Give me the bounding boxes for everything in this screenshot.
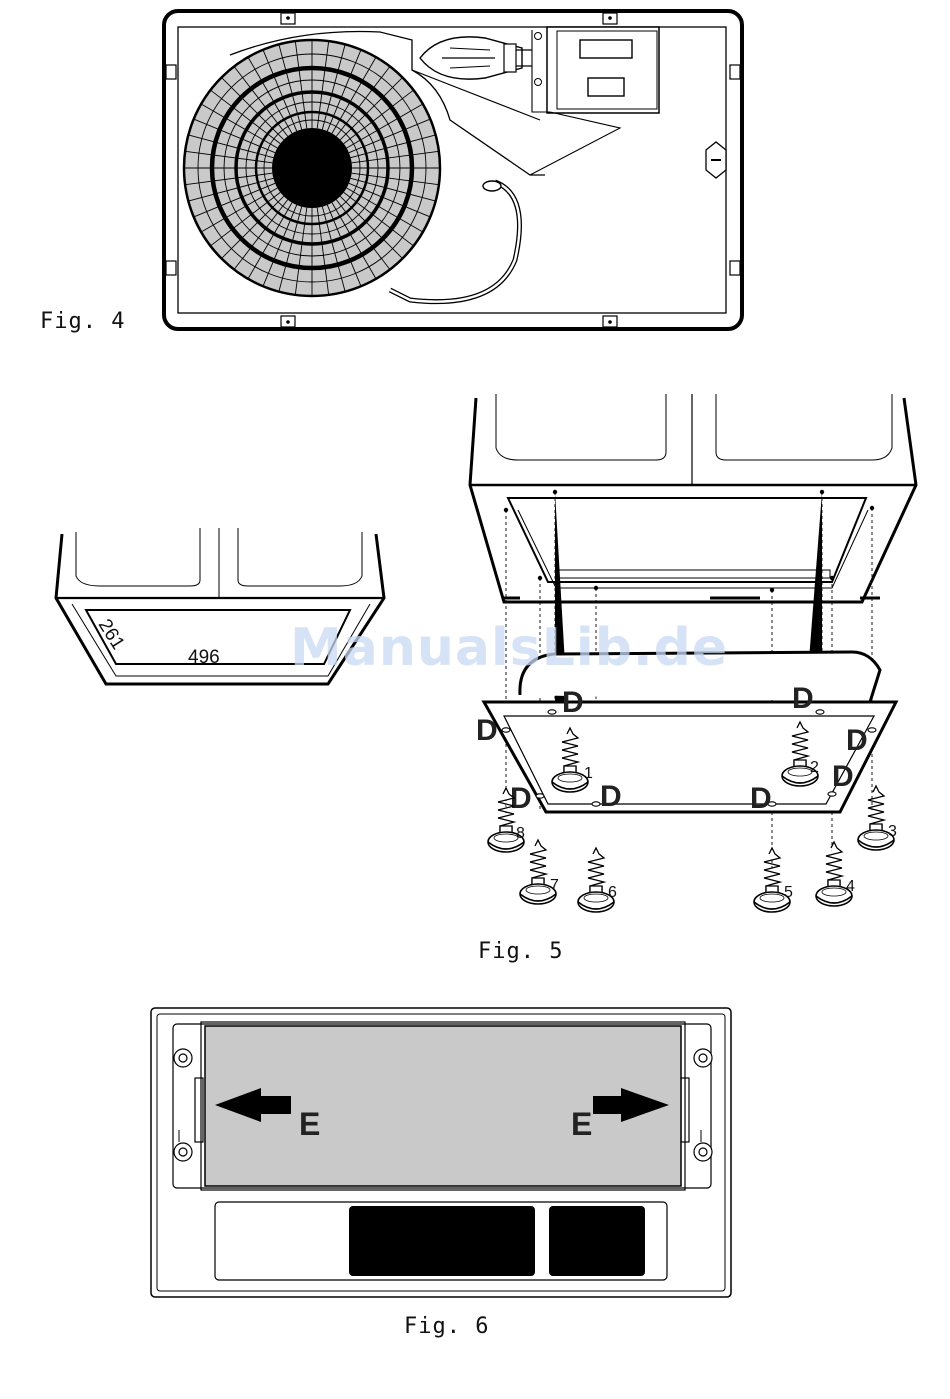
fig6-diagram: E E: [145, 1000, 740, 1305]
fig5-diagram: D D D D D D D D 1 2 3 4 5 6 7 8: [460, 390, 920, 950]
screw-icon: [816, 842, 852, 906]
arrow-label-e: E: [299, 1106, 320, 1142]
mount-label-d: D: [600, 780, 622, 813]
screw-number: 4: [846, 878, 855, 895]
mount-label-d: D: [792, 682, 814, 715]
screw-number: 1: [584, 765, 593, 782]
screw-number: 8: [516, 825, 525, 842]
screw-icon: [754, 848, 790, 912]
screw-icon: [520, 840, 556, 904]
screw-icon: [858, 786, 894, 850]
width-dimension-label: 496: [188, 647, 220, 668]
screw-number: 5: [784, 884, 793, 901]
screw-icon: [578, 848, 614, 912]
fig5-dimension-view: 261 496: [50, 520, 395, 690]
fig5-caption: Fig. 5: [478, 939, 563, 964]
arrow-label-e: E: [571, 1106, 592, 1142]
mount-label-d: D: [750, 782, 772, 815]
mount-label-d: D: [832, 760, 854, 793]
mount-label-d: D: [846, 724, 868, 757]
screw-number: 7: [550, 877, 559, 894]
mount-label-d: D: [562, 686, 584, 719]
fig4-diagram: [150, 0, 760, 340]
screw-number: 6: [608, 884, 617, 901]
fig4-caption: Fig. 4: [40, 309, 125, 334]
screw-number: 3: [888, 823, 897, 840]
fig6-caption: Fig. 6: [404, 1314, 489, 1339]
mount-label-d: D: [476, 714, 498, 747]
screw-number: 2: [810, 759, 819, 776]
